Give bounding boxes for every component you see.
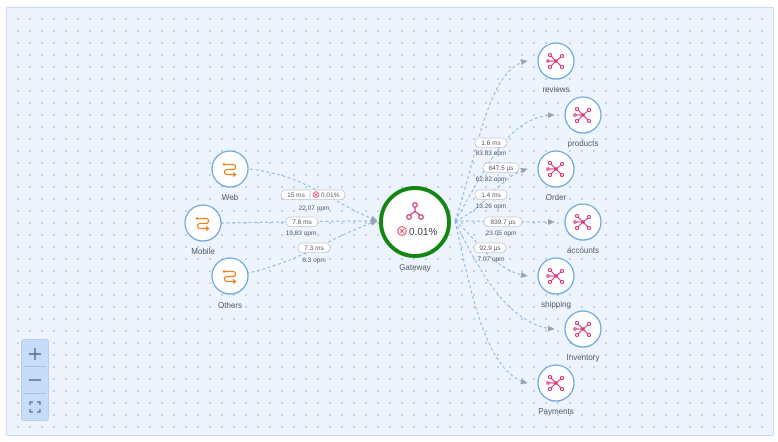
gateway-label: Gateway [399,263,431,272]
out-5-latency: 92.9 µs [479,245,501,252]
error-rate-icon [312,191,320,198]
fit-to-screen-icon [29,401,41,413]
service-label-order: Order [546,193,567,202]
zoom-in-button[interactable] [21,341,49,367]
service-map-canvas[interactable]: 15 ms 0.01% 22.07 opm 7.6 ms 19.83 opm 7… [6,7,774,436]
minus-icon [29,379,41,381]
out-4-latency: 839.7 µs [490,219,516,226]
edge-gateway-reviews[interactable] [454,59,528,222]
edge-others-gateway[interactable] [229,220,378,277]
client-node-others[interactable]: Others [211,257,249,310]
network-hub-icon [573,106,592,124]
service-label-payments: Payments [538,407,574,416]
client-node-web[interactable]: Web [211,150,249,202]
service-node-inventory[interactable]: Inventory [564,310,602,362]
x-circle-icon [397,226,407,236]
network-hub-icon [546,160,565,178]
service-label-products: products [568,139,599,148]
out-1-throughput: 83.83 opm [476,150,507,157]
client-node-mobile[interactable]: Mobile [184,204,222,256]
network-hub-icon [546,267,565,285]
route-icon [195,217,210,231]
zoom-divider [24,393,46,394]
network-hub-icon [573,213,592,231]
service-label-reviews: reviews [542,85,569,94]
service-node-order[interactable]: Order [537,150,575,202]
zoom-controls [21,339,49,421]
service-node-payments[interactable]: Payments [537,364,575,416]
service-node-products[interactable]: products [564,96,602,148]
out-2-latency: 847.5 µs [488,165,514,172]
edge-gateway-inventory[interactable] [454,220,555,332]
edge-label-out-5: 92.9 µs 7.07 opm [473,242,507,263]
out-4-throughput: 23.05 opm [486,230,517,237]
route-icon [222,270,237,284]
service-label-inventory: Inventory [567,353,600,362]
service-map-graph: 15 ms 0.01% 22.07 opm 7.6 ms 19.83 opm 7… [184,42,602,416]
client-label-web: Web [222,193,239,202]
edge-gateway-payments[interactable] [454,220,528,385]
route-icon [222,163,237,177]
mobile-throughput: 19.83 opm [286,230,317,237]
out-5-throughput: 7.07 opm [477,256,504,263]
plus-icon [29,348,41,360]
edge-label-web: 15 ms 0.01% 22.07 opm [280,189,346,212]
edge-label-others: 7.3 ms 6.3 opm [297,242,331,264]
web-throughput: 22.07 opm [299,205,330,212]
service-node-accounts[interactable]: accounts [564,203,602,255]
network-hub-icon [546,52,565,70]
client-label-mobile: Mobile [191,247,215,256]
service-node-shipping[interactable]: shipping [537,257,575,309]
network-hub-icon [573,320,592,338]
out-3-throughput: 13.26 opm [476,203,507,210]
service-node-reviews[interactable]: reviews [537,42,575,94]
mobile-latency: 7.6 ms [292,219,312,226]
others-throughput: 6.3 opm [302,257,326,264]
fork-icon [406,202,424,220]
web-error-rate: 0.01% [321,192,340,199]
out-3-latency: 1.4 ms [481,192,501,199]
edge-label-out-2: 847.5 µs 62.82 opm [476,162,520,183]
zoom-divider [24,366,46,367]
service-label-accounts: accounts [567,246,599,255]
out-1-latency: 1.6 ms [481,140,501,147]
edge-label-mobile: 7.6 ms 19.83 opm [286,216,319,237]
fit-to-screen-button[interactable] [21,394,49,420]
edge-label-out-1: 1.6 ms 83.83 opm [474,137,508,157]
network-hub-icon [546,374,565,392]
others-latency: 7.3 ms [304,245,324,252]
web-latency: 15 ms [287,192,305,199]
gateway-node[interactable]: 0.01% Gateway [379,186,451,272]
out-2-throughput: 62.82 opm [476,176,507,183]
edge-web-gateway[interactable] [249,168,378,222]
gateway-error-rate: 0.01% [409,227,437,238]
service-label-shipping: shipping [541,300,571,309]
edge-label-out-3: 1.4 ms 13.26 opm [474,189,508,210]
edge-gateway-accounts[interactable] [454,218,555,226]
zoom-out-button[interactable] [21,367,49,393]
edge-label-out-4: 839.7 µs 23.05 opm [483,216,523,237]
client-label-others: Others [218,301,242,310]
edge-gateway-products[interactable] [454,112,555,222]
